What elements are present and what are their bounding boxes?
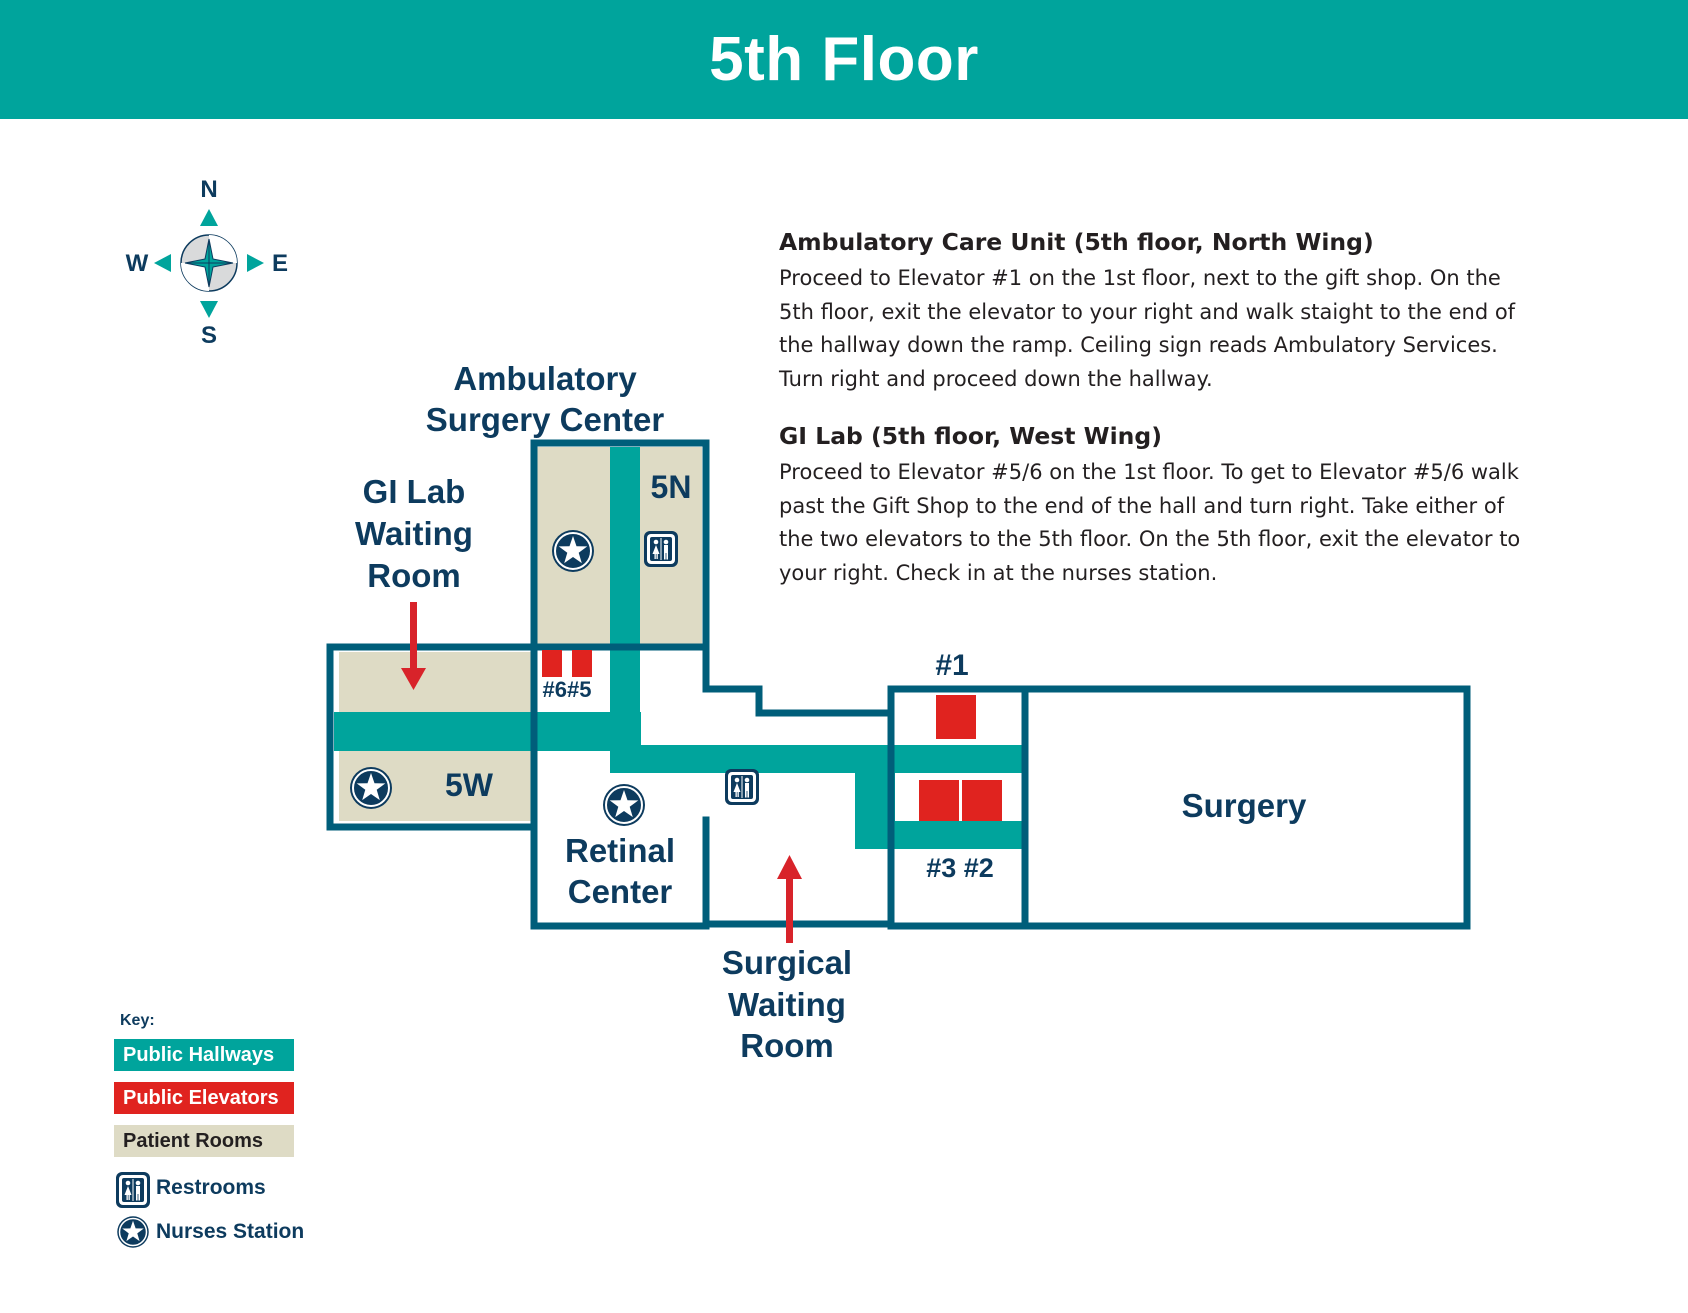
gi-lab-waiting-room-label: Room (367, 557, 461, 594)
restroom-icon (644, 531, 678, 567)
section-heading: GI Lab (5th floor, West Wing) (779, 422, 1162, 450)
elevator-3 (919, 780, 959, 821)
gi-lab-waiting-room-label: Waiting (355, 515, 473, 552)
key-nurses-station: Nurses Station (156, 1220, 305, 1243)
patient-rooms-west-upper (339, 652, 534, 712)
wing-5w-label: 5W (445, 767, 494, 803)
nurses-station-star-icon (551, 529, 595, 573)
compass-rose-icon (154, 209, 264, 318)
nurses-station-star-icon (349, 766, 393, 810)
elevator-1-label: #1 (935, 649, 968, 682)
compass-south-label: S (201, 322, 217, 349)
elevator-6 (542, 650, 562, 677)
surgical-waiting-room-label: Waiting (728, 986, 846, 1023)
key-title: Key: (120, 1012, 155, 1029)
elevator-6-5-label: #6#5 (543, 677, 592, 702)
compass-north-label: N (200, 176, 217, 203)
key-public-elevators: Public Elevators (114, 1082, 294, 1114)
gi-lab-waiting-room-label: GI Lab (363, 473, 466, 510)
nurses-station-star-icon (116, 1215, 150, 1249)
section-body: Proceed to Elevator #1 on the 1st floor,… (779, 266, 1516, 391)
arrow-up-icon (777, 855, 802, 943)
key-public-hallways: Public Hallways (114, 1039, 294, 1071)
page-title: 5th Floor (709, 25, 979, 94)
surgical-waiting-room-label: Surgical (722, 944, 852, 981)
elevator-2 (962, 780, 1002, 821)
nurses-station-star-icon (602, 783, 646, 827)
key-restrooms: Restrooms (156, 1176, 266, 1199)
ambulatory-surgery-center-label: Surgery Center (426, 401, 665, 438)
arrow-down-icon (401, 602, 426, 690)
retinal-center-label: Center (568, 873, 673, 910)
ambulatory-care-directions: Ambulatory Care Unit (5th floor, North W… (779, 228, 1539, 396)
ambulatory-surgery-center-label: Ambulatory (453, 360, 637, 397)
compass-east-label: E (272, 250, 288, 277)
wing-5n-label: 5N (651, 469, 692, 505)
restroom-icon (725, 769, 759, 805)
public-elevators (542, 650, 1002, 821)
page-header: 5th Floor (0, 0, 1688, 119)
public-hallways (334, 447, 1023, 849)
restroom-icon (116, 1172, 150, 1208)
key-patient-rooms: Patient Rooms (114, 1125, 294, 1157)
section-heading: Ambulatory Care Unit (5th floor, North W… (779, 228, 1374, 256)
floor-walls (326, 439, 1471, 930)
gi-lab-directions: GI Lab (5th floor, West Wing) Proceed to… (779, 422, 1539, 590)
elevator-5 (572, 650, 592, 677)
elevator-1 (936, 695, 976, 739)
compass-west-label: W (126, 250, 149, 277)
section-body: Proceed to Elevator #5/6 on the 1st floo… (779, 460, 1521, 585)
surgery-label: Surgery (1182, 787, 1307, 824)
elevator-3-2-label: #3 #2 (926, 853, 994, 883)
retinal-center-label: Retinal (565, 832, 675, 869)
directions-panel: Ambulatory Care Unit (5th floor, North W… (779, 228, 1539, 616)
surgical-waiting-room-label: Room (740, 1027, 834, 1064)
